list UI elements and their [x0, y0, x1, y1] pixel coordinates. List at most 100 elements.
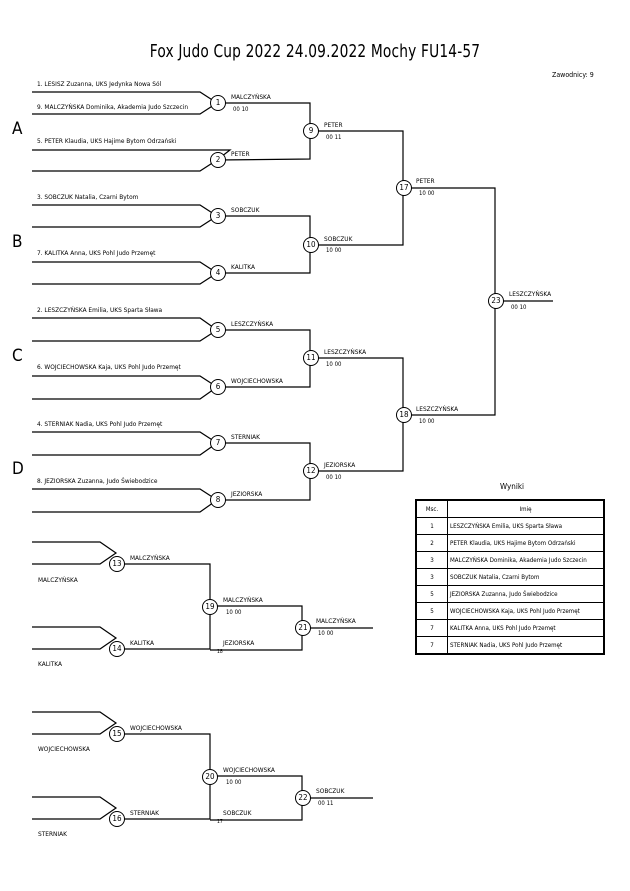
match-number: 1 — [210, 95, 226, 111]
match-winner: LESZCZYŃSKA — [324, 348, 367, 356]
match-number: 9 — [303, 123, 319, 139]
place-cell: 3 — [415, 551, 448, 569]
match-winner: PETER — [231, 150, 250, 158]
match-number: 3 — [210, 208, 226, 224]
match-number: 2 — [210, 152, 226, 168]
name-cell: LESZCZYŃSKA Emilia, UKS Sparta Sława — [447, 517, 605, 535]
entry: 2. LESZCZYŃSKA Emilia, UKS Sparta Sława — [37, 306, 163, 314]
match-score: 10 00 — [326, 247, 342, 254]
name-header: Imię — [447, 499, 605, 518]
name-cell: MALCZYŃSKA Dominika, Akademia Judo Szcze… — [447, 551, 605, 569]
match-winner: WOJCIECHOWSKA — [231, 377, 283, 385]
match-number: 16 — [109, 811, 125, 827]
entry: 7. KALITKA Anna, UKS Pohl Judo Przemęt — [37, 249, 156, 257]
place-cell: 2 — [415, 534, 448, 552]
match-score: 00 11 — [318, 800, 334, 807]
match-number: 19 — [202, 599, 218, 615]
name-cell: JEZIORSKA Zuzanna, Judo Świebodzice — [447, 585, 605, 603]
match-winner: JEZIORSKA — [231, 490, 263, 498]
place-cell: 1 — [415, 517, 448, 535]
entry: 3. SOBCZUK Natalia, Czarni Bytom — [37, 193, 139, 201]
match-score: 00 11 — [326, 134, 342, 141]
match-winner: MALCZYŃSKA — [130, 554, 170, 562]
match-number: 23 — [488, 293, 504, 309]
pool-label-b: B — [12, 232, 23, 252]
entry: 6. WOJCIECHOWSKA Kaja, UKS Pohl Judo Prz… — [37, 363, 181, 371]
match-winner: JEZIORSKA — [324, 461, 356, 469]
place-cell: 3 — [415, 568, 448, 586]
match-score: 10 00 — [419, 190, 435, 197]
match-winner: MALCZYŃSKA — [223, 596, 263, 604]
entry: 4. STERNIAK Nadia, UKS Pohl Judo Przemęt — [37, 420, 163, 428]
match-winner: SOBCZUK — [231, 206, 260, 214]
match-score: 10 00 — [419, 418, 435, 425]
results-title: Wyniki — [500, 482, 524, 491]
match-score: 10 00 — [226, 609, 242, 616]
match-score: 00 10 — [326, 474, 342, 481]
match-winner: KALITKA — [231, 263, 255, 271]
match-winner: PETER — [324, 121, 343, 129]
semi-loser-ref: 17 — [217, 819, 223, 825]
repechage-entrant: STERNIAK — [38, 830, 67, 838]
entry: 8. JEZIORSKA Zuzanna, Judo Świebodzice — [37, 477, 158, 485]
match-winner: PETER — [416, 177, 435, 185]
match-number: 21 — [295, 620, 311, 636]
match-winner: KALITKA — [130, 639, 154, 647]
pool-label-d: D — [12, 459, 24, 479]
entry: 9. MALCZYŃSKA Dominika, Akademia Judo Sz… — [37, 103, 189, 111]
match-score: 00 10 — [511, 304, 527, 311]
match-number: 20 — [202, 769, 218, 785]
match-winner: LESZCZYŃSKA — [416, 405, 459, 413]
repechage-entrant: MALCZYŃSKA — [38, 576, 78, 584]
match-score: 10 00 — [226, 779, 242, 786]
pool-label-a: A — [12, 119, 23, 139]
main-bracket-lines — [32, 91, 553, 513]
match-winner: SOBCZUK — [324, 235, 353, 243]
results-header-row: Msc. Imię — [415, 499, 605, 518]
name-cell: KALITKA Anna, UKS Pohl Judo Przemęt — [447, 619, 605, 637]
place-cell: 5 — [415, 602, 448, 620]
repechage-entrant: WOJCIECHOWSKA — [38, 745, 90, 753]
match-number: 4 — [210, 265, 226, 281]
match-score: 10 00 — [318, 630, 334, 637]
name-cell: SOBCZUK Natalia, Czarni Bytom — [447, 568, 605, 586]
match-number: 13 — [109, 556, 125, 572]
match-number: 12 — [303, 463, 319, 479]
match-number: 6 — [210, 379, 226, 395]
place-header: Msc. — [415, 499, 448, 518]
match-winner: LESZCZYŃSKA — [231, 320, 274, 328]
match-number: 15 — [109, 726, 125, 742]
match-winner: STERNIAK — [130, 809, 159, 817]
name-cell: PETER Klaudia, UKS Hajime Bytom Odrzańsk… — [447, 534, 605, 552]
match-winner: MALCZYŃSKA — [316, 617, 356, 625]
match-number: 18 — [396, 407, 412, 423]
match-number: 11 — [303, 350, 319, 366]
match-winner: WOJCIECHOWSKA — [223, 766, 275, 774]
match-number: 14 — [109, 641, 125, 657]
place-cell: 7 — [415, 636, 448, 655]
match-score: 10 00 — [326, 361, 342, 368]
match-winner: SOBCZUK — [316, 787, 345, 795]
match-number: 5 — [210, 322, 226, 338]
place-cell: 7 — [415, 619, 448, 637]
match-number: 7 — [210, 435, 226, 451]
match-winner: LESZCZYŃSKA — [509, 290, 552, 298]
place-cell: 5 — [415, 585, 448, 603]
match-number: 22 — [295, 790, 311, 806]
match-winner: STERNIAK — [231, 433, 260, 441]
semi-loser: SOBCZUK — [223, 809, 252, 817]
competitors-count: Zawodnicy: 9 — [552, 71, 594, 79]
pool-label-c: C — [12, 346, 23, 366]
match-number: 17 — [396, 180, 412, 196]
semi-loser-ref: 18 — [217, 649, 223, 655]
